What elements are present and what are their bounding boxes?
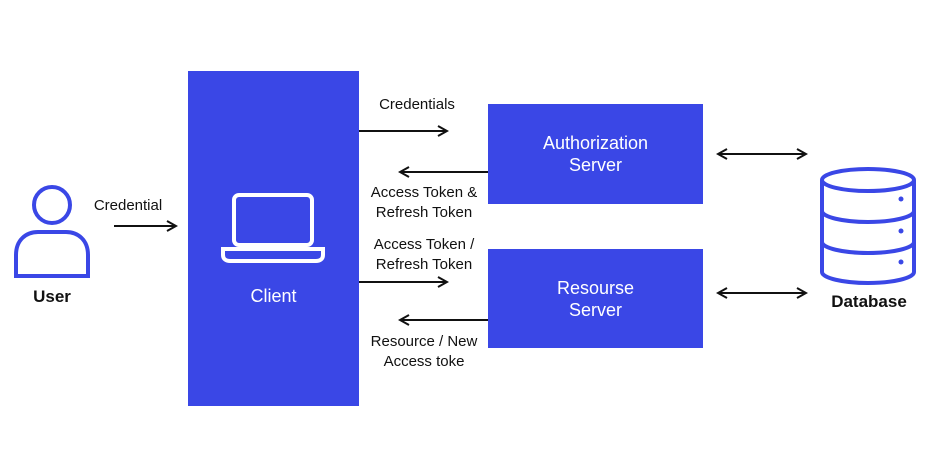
client-label: Client — [250, 286, 297, 306]
authorization-server-label: Authorization Server — [542, 133, 649, 175]
flow-label-auth-to-client: Access Token & Refresh Token — [370, 184, 478, 221]
database-label: Database — [831, 292, 907, 311]
flow-label-resource-to-client: Resource / New Access toke — [370, 333, 478, 370]
flow-label-user-to-client: Credential — [93, 197, 163, 214]
user-label: User — [33, 287, 71, 306]
resource-server-label: Resourse Server — [556, 277, 635, 320]
flow-label-client-to-resource: Access Token / Refresh Token — [373, 236, 475, 273]
client-box: Client — [188, 71, 359, 406]
database-icon — [820, 167, 916, 286]
flow-label-client-to-auth: Credentials — [379, 96, 455, 113]
database-dots — [898, 196, 904, 265]
user-icon — [14, 185, 90, 278]
authorization-server-box: Authorization Server — [488, 104, 703, 204]
resource-server-box: Resourse Server — [488, 249, 703, 348]
laptop-icon — [221, 193, 325, 263]
